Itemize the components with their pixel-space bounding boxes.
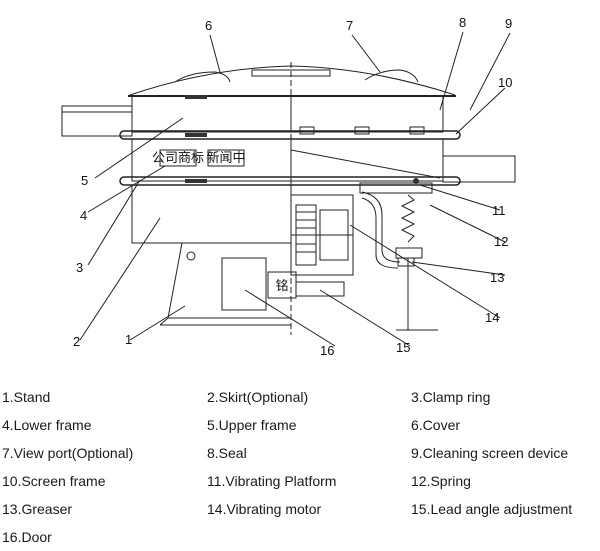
- legend-item: 9.Cleaning screen device: [411, 445, 569, 461]
- legend-item: 7.View port(Optional): [2, 445, 134, 461]
- callout-8: 8: [459, 15, 466, 30]
- legend-item: 2.Skirt(Optional): [207, 389, 309, 405]
- callout-9: 9: [505, 16, 512, 31]
- stand-bolt: [186, 251, 196, 261]
- cover-center-boss: [251, 69, 331, 77]
- legend-item: 11.Vibrating Platform: [207, 473, 337, 489]
- legend-item: 6.Cover: [411, 417, 461, 433]
- upper-frame-right: [290, 95, 444, 133]
- callout-6: 6: [205, 18, 212, 33]
- legend-item: 10.Screen frame: [2, 473, 106, 489]
- legend-item: 15.Lead angle adjustment: [411, 501, 573, 517]
- callout-10: 10: [498, 75, 512, 90]
- upper-frame: [131, 95, 292, 133]
- view-port: [364, 69, 419, 83]
- cleaning-screen-device: [299, 126, 425, 135]
- callout-7: 7: [346, 18, 353, 33]
- legend-row: 1.Stand 2.Skirt(Optional) 3.Clamp ring: [0, 383, 600, 411]
- callout-4: 4: [80, 208, 87, 223]
- callout-12: 12: [494, 234, 508, 249]
- callout-3: 3: [76, 260, 83, 275]
- legend-row: 7.View port(Optional) 8.Seal 9.Cleaning …: [0, 439, 600, 467]
- lower-outlet: [442, 155, 516, 183]
- seal-label-right: 新闻中: [206, 150, 245, 165]
- nameplate-label: 铭: [275, 278, 288, 293]
- legend-item: 13.Greaser: [2, 501, 73, 517]
- legend-row: 13.Greaser 14.Vibrating motor 15.Lead an…: [0, 495, 600, 523]
- label-plate-left: [159, 149, 197, 167]
- callout-14: 14: [485, 310, 499, 325]
- door: [221, 257, 267, 311]
- cover-handle-left: [174, 71, 231, 83]
- callout-1: 1: [125, 332, 132, 347]
- callout-13: 13: [490, 270, 504, 285]
- screen-slope: [290, 149, 441, 179]
- seal-label-left: 公司商标: [152, 150, 204, 165]
- callout-2: 2: [73, 334, 80, 349]
- callout-5: 5: [81, 173, 88, 188]
- vibrating-platform: [359, 182, 433, 194]
- legend-item: 4.Lower frame: [2, 417, 92, 433]
- legend-item: 12.Spring: [411, 473, 471, 489]
- cover: [129, 65, 456, 96]
- legend-item: 14.Vibrating motor: [207, 501, 322, 517]
- legend-row: 16.Door: [0, 523, 600, 551]
- upper-outlet: [61, 105, 133, 137]
- legend-item: 8.Seal: [207, 445, 247, 461]
- legend-row: 4.Lower frame 5.Upper frame 6.Cover: [0, 411, 600, 439]
- callout-16: 16: [320, 343, 334, 358]
- sieve-drawing: 公司商标 新闻中 铭 1 2 3 4 5 6 7 8 9 10 11 12 13…: [61, 15, 516, 358]
- callout-11: 11: [492, 203, 506, 218]
- legend-item: 1.Stand: [2, 389, 51, 405]
- skirt: [131, 184, 292, 244]
- legend-row: 10.Screen frame 11.Vibrating Platform 12…: [0, 467, 600, 495]
- callout-15: 15: [396, 340, 410, 355]
- spring: [400, 194, 416, 243]
- greaser-hose: [361, 191, 401, 263]
- lead-angle-adjustment: [295, 281, 345, 297]
- label-plate-right: [207, 149, 245, 167]
- legend-item: 16.Door: [2, 529, 52, 545]
- legend-item: 3.Clamp ring: [411, 389, 491, 405]
- legend-item: 5.Upper frame: [207, 417, 297, 433]
